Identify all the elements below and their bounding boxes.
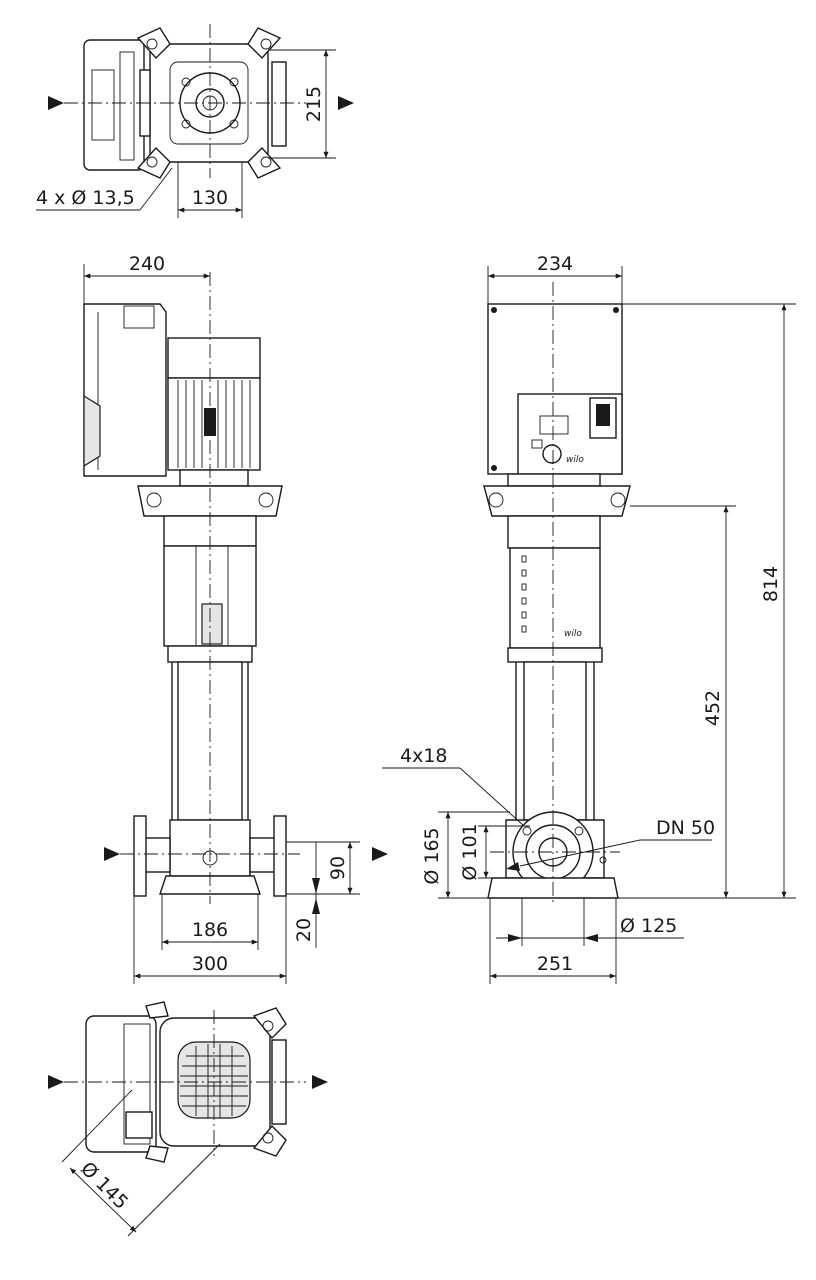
dim-label-d125: Ø 125 [620,915,677,937]
bottom-ear-bl [145,1145,169,1163]
dim-arrow [312,898,320,914]
side-cable-gland [123,305,155,329]
top-ear-br [247,146,282,179]
side-motor-fins [177,380,251,468]
top-ear-tr [247,27,282,60]
front-adapter [507,473,601,487]
top-screw [229,77,239,87]
flow-out-arrow-icon [338,96,354,110]
bottom-bolt-hole [262,1020,274,1032]
dim-label-186: 186 [192,919,228,941]
bottom-cable-gland [125,1111,153,1139]
flow-in-arrow-icon [48,1075,64,1089]
side-coupling [201,603,223,645]
dim-arrow [312,878,320,894]
dim-label-d101: Ø 101 [459,823,481,880]
dim-label-bolt-holes: 4 x Ø 13,5 [36,187,135,209]
dim-label-d145: Ø 145 [76,1158,132,1214]
front-screw [491,307,497,313]
dim-label-240: 240 [129,253,165,275]
front-body-logo: wilo [564,629,582,639]
dim-label-130: 130 [192,187,228,209]
front-lift-eye [610,492,626,508]
dim-label-300: 300 [192,953,228,975]
side-lift-eye [146,492,162,508]
front-coupling-housing [507,515,601,549]
front-control-knob [542,444,562,464]
bottom-bolt-hole [262,1132,274,1144]
flow-in-arrow-icon [104,847,120,861]
side-flange-left [133,815,147,897]
dim-extension [61,1089,133,1163]
dim-label-holes: 4x18 [400,745,448,767]
top-bolt-hole [260,38,272,50]
front-upper-flange [507,647,603,663]
flow-out-arrow-icon [312,1075,328,1089]
side-lift-eye [258,492,274,508]
flow-in-arrow-icon [48,96,64,110]
side-view: 240 186 300 90 20 [83,253,388,984]
dim-extension [127,1143,221,1237]
front-display [539,415,569,435]
dim-label-20: 20 [293,918,315,942]
dim-label-234: 234 [537,253,573,275]
dim-arrow [584,934,598,942]
dim-label-814: 814 [760,566,782,602]
side-port-right [249,837,277,873]
dim-label-d165: Ø 165 [421,827,443,884]
front-flange-hole [522,826,532,836]
front-screw [613,307,619,313]
front-view: wilo wilo [382,253,796,984]
top-bolt-hole [146,38,158,50]
front-screw [491,465,497,471]
leader-line [459,767,525,827]
front-vent-slots [521,555,527,633]
dim-label-215: 215 [303,86,325,122]
dim-label-dn50: DN 50 [656,817,715,839]
front-lift-eye [488,492,504,508]
front-lantern [483,485,631,517]
dim-line-d145 [69,1167,137,1233]
top-screw [181,77,191,87]
side-adapter [179,469,249,487]
top-ear-bl [136,146,171,179]
side-motor-cap [167,337,261,379]
dim-label-251: 251 [537,953,573,975]
bottom-view: Ø 145 [48,1001,328,1237]
top-ear-tl [136,27,171,60]
leader-arrow [506,862,520,871]
dim-label-452: 452 [702,690,724,726]
bottom-grille-pattern [180,1044,248,1118]
front-drain-plug [599,856,607,864]
top-bolt-hole [260,156,272,168]
flow-out-arrow-icon [372,847,388,861]
top-bolt-hole [146,156,158,168]
front-indicator [531,439,543,449]
leader-line [139,167,173,211]
top-port-right [271,61,287,147]
top-screw [181,119,191,129]
bottom-ear-tl [145,1001,169,1019]
side-control-handle [83,394,101,468]
front-terminal-window [596,404,610,426]
dim-arrow [508,934,522,942]
side-port-left [143,837,171,873]
dim-label-90: 90 [327,856,349,880]
top-view: 215 130 4 x Ø 13,5 [36,24,354,218]
bottom-control-side [123,1023,151,1145]
front-panel-logo: wilo [566,455,584,465]
front-flange-hole [574,826,584,836]
side-flange-right [273,815,287,897]
front-pump-tube [523,661,587,821]
top-control-side [119,51,135,161]
leader-line [519,839,641,867]
top-control-display [91,69,115,141]
top-screw [229,119,239,129]
